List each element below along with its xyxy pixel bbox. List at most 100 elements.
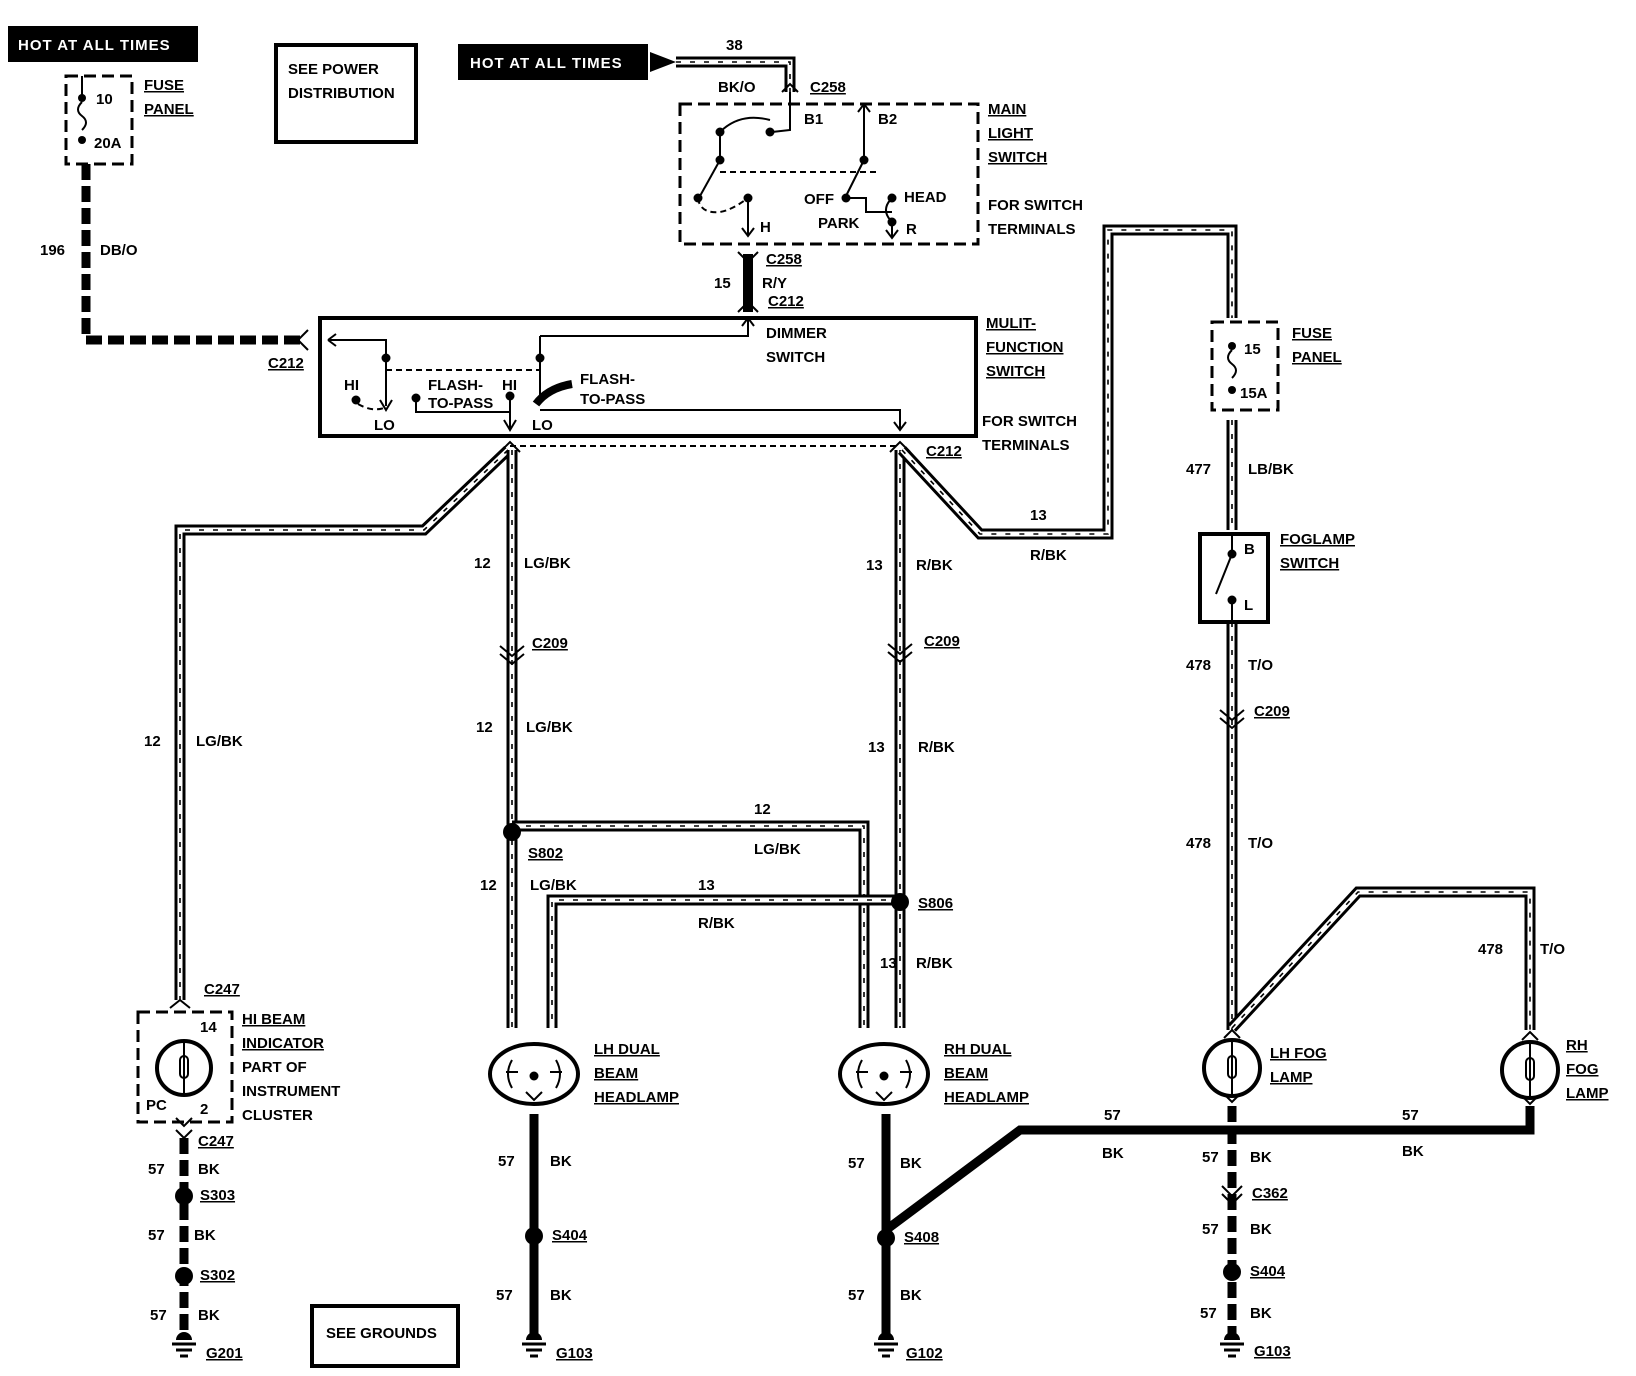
splice-s404-left bbox=[525, 1227, 543, 1245]
svg-text:R/BK: R/BK bbox=[1030, 547, 1067, 564]
wire-196-label: 196 bbox=[40, 242, 65, 259]
splice-s404-right bbox=[1223, 1263, 1241, 1281]
ground-g103-right: G103 bbox=[1220, 1332, 1291, 1360]
svg-text:57: 57 bbox=[1202, 1221, 1219, 1238]
svg-text:FOR SWITCH: FOR SWITCH bbox=[982, 413, 1077, 430]
svg-text:13: 13 bbox=[1030, 507, 1047, 524]
svg-text:BK: BK bbox=[198, 1161, 220, 1178]
svg-text:57: 57 bbox=[150, 1307, 167, 1324]
svg-text:BEAM: BEAM bbox=[594, 1065, 638, 1082]
svg-text:S303: S303 bbox=[200, 1187, 235, 1204]
svg-text:HEAD: HEAD bbox=[904, 189, 947, 206]
svg-text:LO: LO bbox=[374, 417, 395, 434]
svg-text:15: 15 bbox=[1244, 341, 1261, 358]
svg-text:LH DUAL: LH DUAL bbox=[594, 1041, 660, 1058]
svg-text:HI: HI bbox=[344, 377, 359, 394]
splice-s408 bbox=[877, 1229, 895, 1247]
svg-text:R: R bbox=[906, 221, 917, 238]
lh-dual-beam-headlamp: LH DUAL BEAM HEADLAMP bbox=[488, 1041, 679, 1106]
svg-text:BK/O: BK/O bbox=[718, 79, 756, 96]
svg-text:12: 12 bbox=[476, 719, 493, 736]
svg-text:TO-PASS: TO-PASS bbox=[580, 391, 645, 408]
connector-c212-right: C212 bbox=[926, 443, 962, 460]
svg-text:BK: BK bbox=[550, 1153, 572, 1170]
main-light-switch: 38 BK/O C258 B1 B2 H OFF PARK HEAD bbox=[676, 37, 1083, 246]
connector-c212-top: C212 bbox=[768, 293, 804, 310]
ground-g103-left: G103 bbox=[522, 1332, 593, 1362]
svg-text:LH FOG: LH FOG bbox=[1270, 1045, 1327, 1062]
svg-text:DIMMER: DIMMER bbox=[766, 325, 827, 342]
svg-text:57: 57 bbox=[148, 1227, 165, 1244]
svg-text:PANEL: PANEL bbox=[144, 101, 194, 118]
svg-text:CLUSTER: CLUSTER bbox=[242, 1107, 313, 1124]
ground-wires bbox=[179, 1106, 1535, 1340]
svg-text:SWITCH: SWITCH bbox=[766, 349, 825, 366]
svg-text:S404: S404 bbox=[1250, 1263, 1286, 1280]
svg-text:TO-PASS: TO-PASS bbox=[428, 395, 493, 412]
svg-text:B2: B2 bbox=[878, 111, 897, 128]
svg-text:BK: BK bbox=[900, 1155, 922, 1172]
svg-text:BK: BK bbox=[900, 1287, 922, 1304]
svg-text:SEE GROUNDS: SEE GROUNDS bbox=[326, 1325, 437, 1342]
svg-text:10: 10 bbox=[96, 91, 113, 108]
svg-text:57: 57 bbox=[848, 1155, 865, 1172]
connector-c209-right: C209 bbox=[1254, 703, 1290, 720]
svg-text:OFF: OFF bbox=[804, 191, 834, 208]
svg-text:TERMINALS: TERMINALS bbox=[982, 437, 1070, 454]
svg-text:PC: PC bbox=[146, 1097, 167, 1114]
svg-text:LAMP: LAMP bbox=[1566, 1085, 1609, 1102]
svg-text:FOGLAMP: FOGLAMP bbox=[1280, 531, 1355, 548]
wire-196-color: DB/O bbox=[100, 242, 138, 259]
svg-text:BK: BK bbox=[1250, 1149, 1272, 1166]
svg-text:S302: S302 bbox=[200, 1267, 235, 1284]
multi-function-switch: HI LO FLASH- TO-PASS HI LO FLASH- TO-PAS… bbox=[318, 315, 1077, 454]
svg-text:G103: G103 bbox=[556, 1345, 593, 1362]
svg-text:477: 477 bbox=[1186, 461, 1211, 478]
svg-text:T/O: T/O bbox=[1540, 941, 1565, 958]
svg-text:13: 13 bbox=[868, 739, 885, 756]
svg-text:BK: BK bbox=[1250, 1221, 1272, 1238]
svg-text:T/O: T/O bbox=[1248, 657, 1273, 674]
svg-text:LG/BK: LG/BK bbox=[754, 841, 801, 858]
svg-text:FOR SWITCH: FOR SWITCH bbox=[988, 197, 1083, 214]
svg-text:FLASH-: FLASH- bbox=[580, 371, 635, 388]
svg-text:57: 57 bbox=[498, 1153, 515, 1170]
svg-text:LB/BK: LB/BK bbox=[1248, 461, 1294, 478]
svg-text:FUSE: FUSE bbox=[144, 77, 184, 94]
splice-s806 bbox=[891, 893, 909, 911]
connector-c212-left: C212 bbox=[268, 355, 304, 372]
svg-text:H: H bbox=[760, 219, 771, 236]
svg-text:G103: G103 bbox=[1254, 1343, 1291, 1360]
svg-text:478: 478 bbox=[1478, 941, 1503, 958]
svg-text:RH: RH bbox=[1566, 1037, 1588, 1054]
lh-fog-lamp: LH FOG LAMP bbox=[1202, 1028, 1327, 1104]
svg-text:57: 57 bbox=[1104, 1107, 1121, 1124]
svg-text:BK: BK bbox=[198, 1307, 220, 1324]
svg-text:15: 15 bbox=[714, 275, 731, 292]
svg-text:SWITCH: SWITCH bbox=[1280, 555, 1339, 572]
svg-text:FUSE: FUSE bbox=[1292, 325, 1332, 342]
rh-dual-beam-headlamp: RH DUAL BEAM HEADLAMP bbox=[838, 1041, 1029, 1106]
splice-s303 bbox=[175, 1187, 193, 1205]
wire-196 bbox=[81, 164, 306, 345]
svg-text:FOG: FOG bbox=[1566, 1061, 1599, 1078]
see-grounds-box: SEE GROUNDS bbox=[310, 1304, 460, 1368]
svg-text:MAIN: MAIN bbox=[988, 101, 1026, 118]
see-power-distribution-box: SEE POWER DISTRIBUTION bbox=[274, 43, 418, 144]
svg-text:C247: C247 bbox=[198, 1133, 234, 1150]
svg-text:HI: HI bbox=[502, 377, 517, 394]
svg-text:12: 12 bbox=[754, 801, 771, 818]
connector-c209-left: C209 bbox=[532, 635, 568, 652]
svg-text:BK: BK bbox=[550, 1287, 572, 1304]
svg-text:LO: LO bbox=[532, 417, 553, 434]
svg-text:HEADLAMP: HEADLAMP bbox=[594, 1089, 679, 1106]
connector-c209-mid: C209 bbox=[924, 633, 960, 650]
svg-text:LAMP: LAMP bbox=[1270, 1069, 1313, 1086]
connector-c362: C362 bbox=[1252, 1185, 1288, 1202]
splice-s802 bbox=[503, 823, 521, 841]
svg-text:LG/BK: LG/BK bbox=[196, 733, 243, 750]
shielded-wires bbox=[174, 224, 1536, 1032]
svg-text:PANEL: PANEL bbox=[1292, 349, 1342, 366]
svg-text:HEADLAMP: HEADLAMP bbox=[944, 1089, 1029, 1106]
svg-text:MULIT-: MULIT- bbox=[986, 315, 1036, 332]
